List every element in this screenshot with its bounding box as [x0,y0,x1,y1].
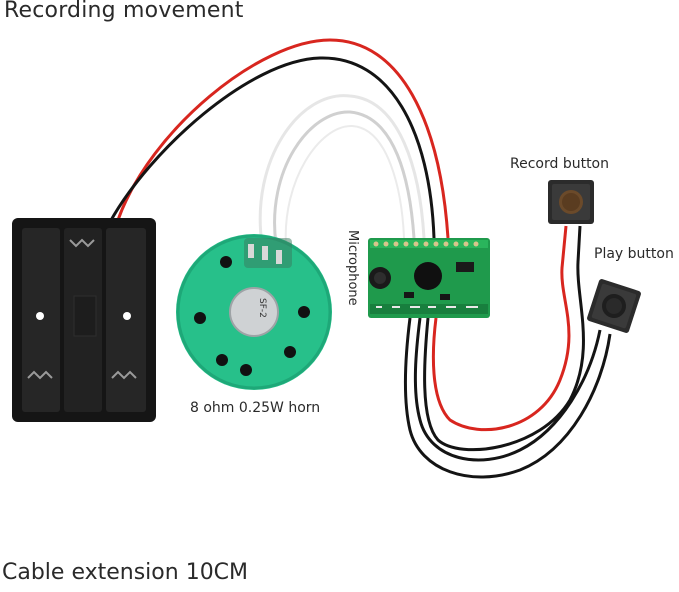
play-black-wire-1 [413,317,602,462]
speaker-white-wire-3 [284,124,405,247]
record-red-wire [431,225,571,432]
battery-holder [12,218,156,422]
play-button-switch [587,279,641,333]
record-button-switch [548,180,594,224]
record-button-label: Record button [510,156,609,172]
speaker-white-wire-2 [273,110,416,245]
microphone-label: Microphone [345,230,360,306]
battery-red-wire [116,38,450,239]
recording-pcb [368,238,490,318]
speaker-marking: SF-2 [257,298,267,318]
play-black-wire-2 [403,317,612,479]
chip-blob [414,262,442,290]
speaker-horn: SF-2 [176,234,332,390]
footer-caption: Cable extension 10CM [2,560,249,585]
play-button-label: Play button [594,246,674,262]
battery-black-wire [108,56,436,239]
horn-label: 8 ohm 0.25W horn [190,400,321,416]
page-title: Recording movement [4,0,244,23]
record-black-wire [423,225,585,452]
speaker-white-wire-1 [258,94,426,245]
